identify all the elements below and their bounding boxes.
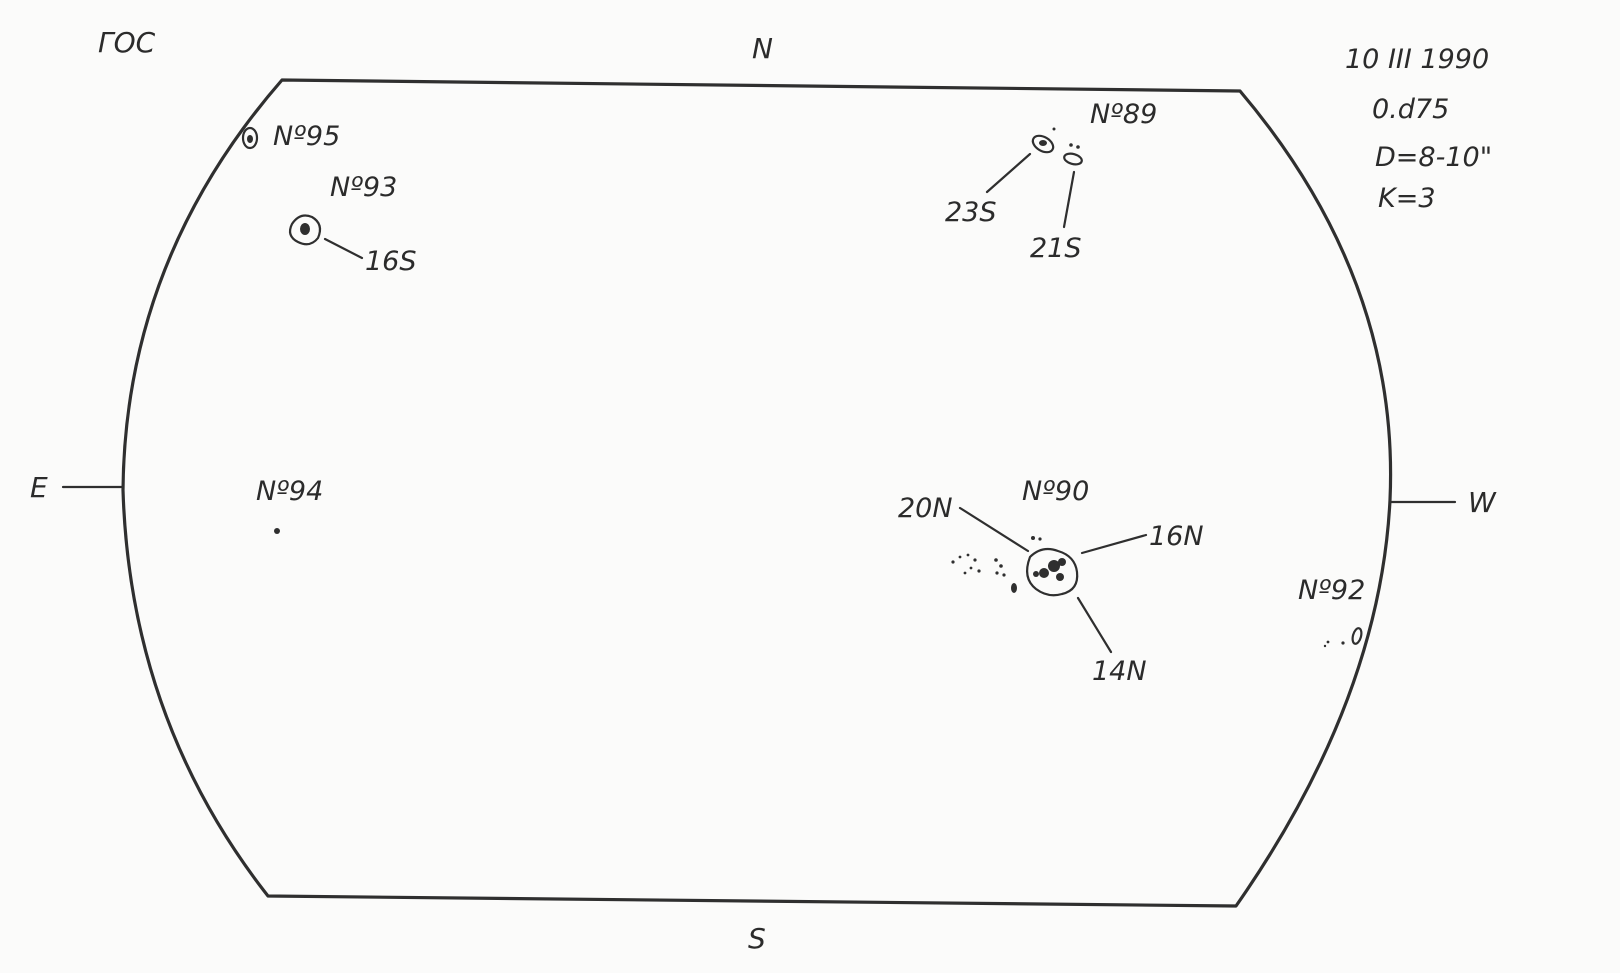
sunspot-90-main [1025,547,1079,597]
group-label-92: Nº92 [1298,575,1365,606]
group-label-94: Nº94 [256,476,323,507]
sunspot-93 [288,214,322,246]
observatory-label: ГОС [98,26,156,59]
leader-89-21s [1062,170,1076,229]
sunspot-89-follow [1063,152,1083,166]
spot-label-14n: 14N [1092,656,1147,687]
solar-disk-outline [121,78,1393,908]
group-label-95: Nº95 [273,121,340,152]
spot-label-21s: 21S [1030,233,1082,264]
group-label-93: Nº93 [330,172,397,203]
sunspot-group-90: Nº90 20N 16N 14N [898,476,1204,687]
leader-90-20n [958,506,1030,553]
sunspot-group-89: Nº89 23S 21S [945,99,1157,264]
quality-label: K=3 [1378,183,1436,214]
group-label-90: Nº90 [1022,476,1089,507]
sunspot-90-small [1011,583,1017,593]
observation-date: 10 III 1990 [1345,44,1489,75]
west-label: W [1468,486,1497,519]
spot-label-20n: 20N [898,493,953,524]
seeing-label: D=8-10" [1375,142,1492,173]
sunspot-group-93: Nº93 16S [288,172,417,277]
spot-label-16n: 16N [1149,521,1204,552]
observation-time: 0.d75 [1372,94,1449,125]
sunspot-group-95: Nº95 [241,121,340,152]
sunspot-95 [241,126,259,150]
leader-89-23s [985,152,1032,194]
spot-label-23s: 23S [945,197,997,228]
east-label: E [30,471,48,504]
sunspot-92 [1351,627,1363,645]
north-label: N [752,32,773,65]
sunspot-group-92: Nº92 [1298,575,1365,648]
sunspot-89-lead [1031,134,1055,154]
leader-93-16s [323,237,364,260]
leader-90-16n [1080,533,1148,555]
south-label: S [748,922,766,955]
leader-90-14n [1076,596,1113,654]
sunspot-94 [274,528,280,534]
spot-label-16s: 16S [365,246,417,277]
group-label-89: Nº89 [1090,99,1157,130]
sunspot-group-94: Nº94 [256,476,323,534]
